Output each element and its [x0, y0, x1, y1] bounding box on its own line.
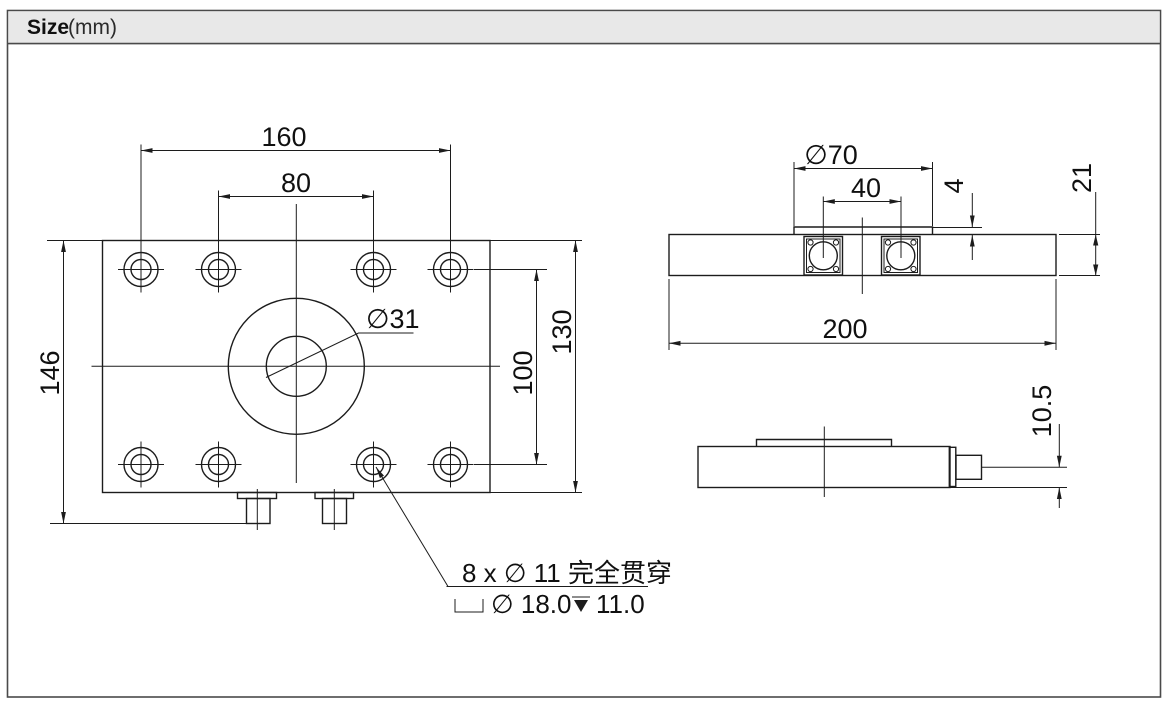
- dim-100-label: 100: [508, 350, 538, 395]
- counterbore-icon: [454, 599, 484, 613]
- bottom-connectors: [236, 489, 355, 530]
- dim-40: 40: [823, 173, 901, 204]
- dim-160-label: 160: [261, 122, 306, 152]
- dim-dia70-label: ∅70: [804, 140, 858, 170]
- hole-callout: 8 x ∅ 11 完全贯穿 ∅ 18.0 11.0: [375, 466, 672, 619]
- front-view: 160 80 146 130 100 ∅31: [35, 122, 672, 619]
- callout-counterbore-value: ∅ 18.0: [491, 589, 571, 619]
- dim-130-label: 130: [547, 309, 577, 354]
- dim-146: 146: [35, 240, 250, 524]
- header-bar: [8, 11, 1160, 44]
- dim-4-label: 4: [939, 178, 969, 193]
- side-view: 10.5: [697, 385, 1067, 508]
- dim-10-5: 10.5: [950, 385, 1067, 508]
- dim-80: 80: [218, 168, 374, 250]
- dim-40-label: 40: [851, 173, 881, 203]
- dim-21-label: 21: [1067, 163, 1097, 193]
- dim-4: 4: [933, 178, 982, 260]
- callout-depth-value: 11.0: [596, 589, 645, 619]
- dim-dia70: ∅70: [793, 140, 933, 226]
- boss-outline: [793, 226, 934, 235]
- panel-title: Size: [27, 16, 69, 39]
- dim-130: 130: [490, 240, 582, 493]
- depth-icon: [572, 596, 590, 612]
- panel-frame: Size (mm): [6, 9, 1162, 698]
- callout-leader: [375, 466, 449, 587]
- dim-100: 100: [474, 269, 547, 465]
- dim-160: 160: [140, 122, 451, 252]
- callout-line1: 8 x ∅ 11 完全贯穿: [462, 558, 672, 588]
- panel-unit: (mm): [68, 16, 117, 39]
- dim-dia31: ∅31: [265, 304, 420, 378]
- dim-146-label: 146: [35, 350, 65, 395]
- dim-80-label: 80: [281, 168, 311, 198]
- square-connector-2: [880, 235, 921, 276]
- dim-10-5-label: 10.5: [1027, 385, 1057, 438]
- dim-dia31-label: ∅31: [366, 304, 420, 334]
- dim-200: 200: [668, 279, 1057, 350]
- dim-21: 21: [1059, 163, 1100, 276]
- top-view: ∅70 40 4 21 200: [668, 140, 1100, 350]
- dim-200-label: 200: [822, 314, 867, 344]
- square-connector-1: [803, 235, 844, 276]
- bolt-holes: [118, 246, 474, 488]
